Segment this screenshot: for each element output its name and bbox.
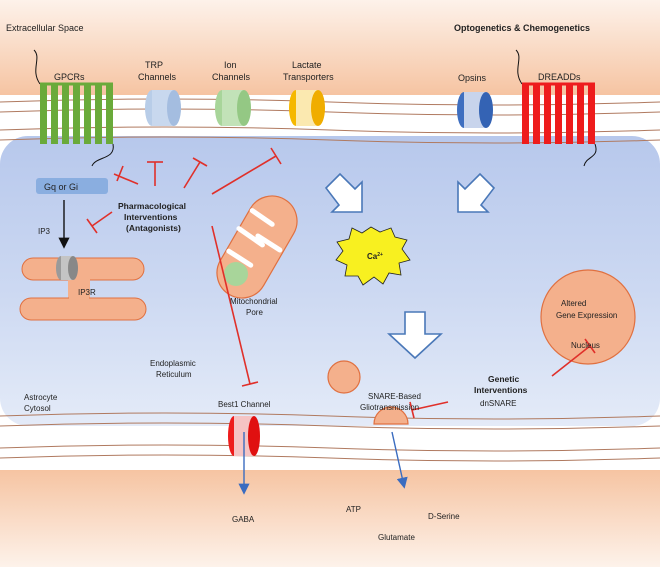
trp-label-2: Channels xyxy=(138,72,177,82)
fusing-vesicle xyxy=(373,406,409,425)
lactate-transporter xyxy=(289,90,325,126)
nucleus xyxy=(540,269,636,365)
pharm-label-2: Interventions xyxy=(124,212,178,222)
inhibition-lines xyxy=(86,147,596,419)
snare-label-2: Gliotransmission xyxy=(360,403,419,412)
ion-label-2: Channels xyxy=(212,72,251,82)
mitochondrial-pore xyxy=(224,262,248,286)
ion-channel xyxy=(215,90,251,126)
glutamate-label: Glutamate xyxy=(378,533,415,542)
bottom-membrane xyxy=(0,412,660,462)
calcium-burst xyxy=(335,226,411,286)
er-label-1: Endoplasmic xyxy=(150,359,196,368)
gpcr-receptor xyxy=(33,49,114,167)
endoplasmic-reticulum xyxy=(19,256,147,321)
atp-label: ATP xyxy=(346,505,361,514)
trp-label-1: TRP xyxy=(145,60,163,70)
mitochondrion xyxy=(216,195,298,299)
snare-vesicle xyxy=(327,360,361,394)
nucleus-label: Nucleus xyxy=(571,341,600,350)
gliotransmitter-arrow xyxy=(391,431,408,489)
gene-label-2: Gene Expression xyxy=(556,311,617,320)
cytosol-label-2: Cytosol xyxy=(24,404,51,413)
dreadd-receptor xyxy=(515,49,597,167)
gpcrs-label: GPCRs xyxy=(54,72,85,82)
opto-arrow-right xyxy=(457,172,496,213)
ip3r-label: IP3R xyxy=(78,288,96,297)
cytosol-region xyxy=(0,136,660,426)
lactate-label-1: Lactate xyxy=(292,60,322,70)
genetic-label-2: Interventions xyxy=(474,385,528,395)
gq-gi-label: Gq or Gi xyxy=(44,182,78,192)
snare-label-1: SNARE-Based xyxy=(368,392,421,401)
dserine-label: D-Serine xyxy=(428,512,460,521)
er-label-2: Reticulum xyxy=(156,370,192,379)
gq-gi-box xyxy=(36,178,108,194)
opto-arrow-left xyxy=(324,172,363,213)
trp-channel xyxy=(145,90,181,126)
dreadds-label: DREADDs xyxy=(538,72,581,82)
mito-label-1: Mitochondrial xyxy=(230,297,278,306)
ip3-label: IP3 xyxy=(38,227,51,236)
cytosol-label-1: Astrocyte xyxy=(24,393,58,402)
opto-title-label: Optogenetics & Chemogenetics xyxy=(454,23,590,33)
pharm-label-3: (Antagonists) xyxy=(126,223,181,233)
extracellular-label: Extracellular Space xyxy=(6,23,84,33)
calcium-label: Ca2+ xyxy=(367,252,383,261)
opsins-label: Opsins xyxy=(458,73,487,83)
gene-label-1: Altered xyxy=(561,299,586,308)
pharm-label-1: Pharmacological xyxy=(118,201,186,211)
extracellular-region xyxy=(0,0,660,95)
gaba-label: GABA xyxy=(232,515,255,524)
genetic-label-1: Genetic xyxy=(488,374,519,384)
best1-label: Best1 Channel xyxy=(218,400,271,409)
opsin-channel xyxy=(457,92,493,128)
ion-label-1: Ion xyxy=(224,60,237,70)
lactate-label-2: Transporters xyxy=(283,72,334,82)
calcium-down-arrow xyxy=(386,311,444,360)
extracellular-bottom-region xyxy=(0,470,660,567)
dnsnare-label: dnSNARE xyxy=(480,399,516,408)
mito-label-2: Pore xyxy=(246,308,263,317)
